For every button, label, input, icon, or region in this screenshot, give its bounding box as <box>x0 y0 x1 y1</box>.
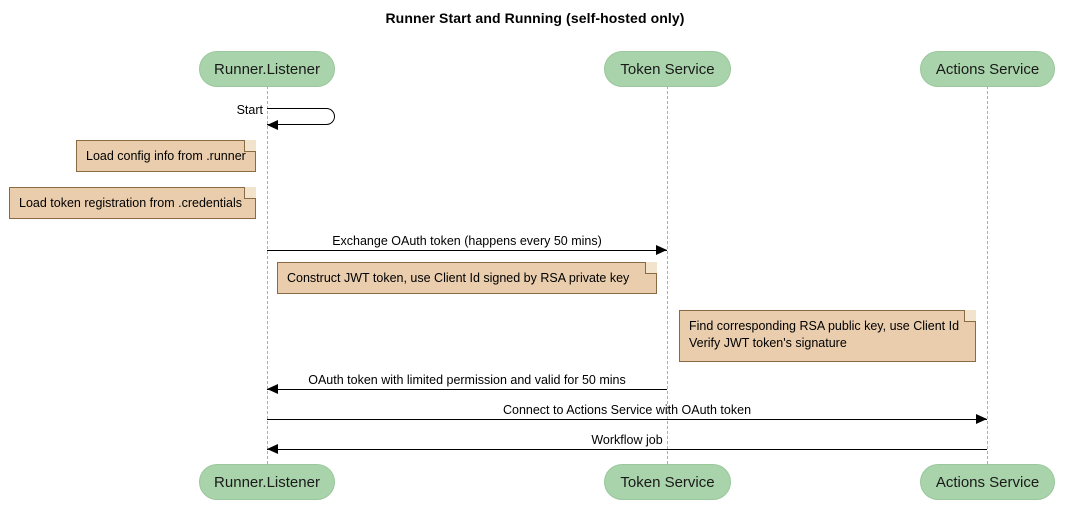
message-start-arrowhead <box>267 120 278 130</box>
participant-actions-service-bottom[interactable]: Actions Service <box>920 464 1055 500</box>
message-label-exchange-oauth: Exchange OAuth token (happens every 50 m… <box>332 234 602 248</box>
participant-token-service-bottom[interactable]: Token Service <box>604 464 731 500</box>
message-start-self-loop <box>267 108 335 125</box>
note-fold-corner-icon <box>964 310 976 322</box>
page-title: Runner Start and Running (self-hosted on… <box>385 10 685 26</box>
message-oauth-return-arrowhead <box>267 384 278 394</box>
message-workflow-job-arrowhead <box>267 444 278 454</box>
note-construct-jwt: Construct JWT token, use Client Id signe… <box>277 262 657 294</box>
message-label-start: Start <box>236 103 263 117</box>
message-exchange-oauth-arrowhead <box>656 245 667 255</box>
note-verify-jwt: Find corresponding RSA public key, use C… <box>679 310 976 362</box>
message-label-oauth-return: OAuth token with limited permission and … <box>308 373 626 387</box>
message-line-connect-actions <box>267 419 987 420</box>
note-load-config: Load config info from .runner <box>76 140 256 172</box>
message-line-workflow-job <box>267 449 987 450</box>
lifeline-runner-listener <box>267 86 268 464</box>
participant-token-service-top[interactable]: Token Service <box>604 51 731 87</box>
message-line-oauth-return <box>267 389 667 390</box>
note-fold-corner-icon <box>244 140 256 152</box>
note-fold-corner-icon <box>244 187 256 199</box>
message-line-exchange-oauth <box>267 250 667 251</box>
note-load-token-registration: Load token registration from .credential… <box>9 187 256 219</box>
message-label-workflow-job: Workflow job <box>591 433 663 447</box>
lifeline-token-service <box>667 86 668 464</box>
message-label-connect-actions: Connect to Actions Service with OAuth to… <box>502 403 752 417</box>
participant-runner-listener-top[interactable]: Runner.Listener <box>199 51 335 87</box>
lifeline-actions-service <box>987 86 988 464</box>
note-fold-corner-icon <box>645 262 657 274</box>
participant-runner-listener-bottom[interactable]: Runner.Listener <box>199 464 335 500</box>
participant-actions-service-top[interactable]: Actions Service <box>920 51 1055 87</box>
message-connect-actions-arrowhead <box>976 414 987 424</box>
